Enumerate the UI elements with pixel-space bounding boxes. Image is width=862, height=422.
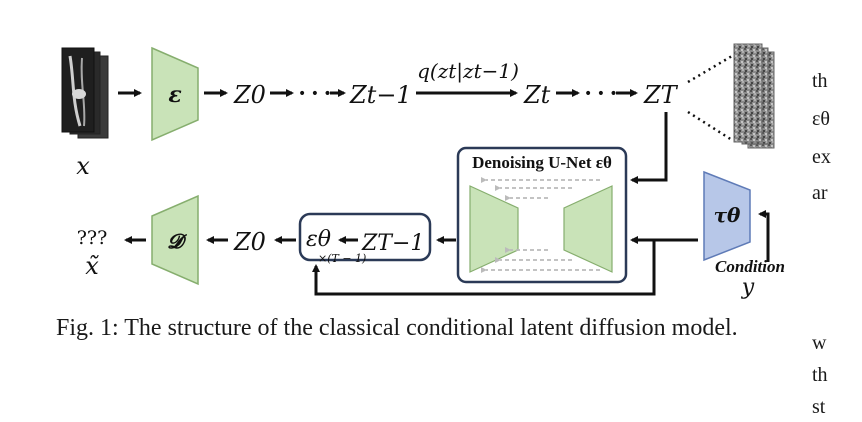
dotted-fan-lower [687, 110, 733, 142]
decoder-symbol: 𝓓 [167, 229, 187, 253]
side-text-4: w [812, 332, 827, 354]
dots-2: • • • [584, 86, 618, 102]
output-label: x̃ [85, 252, 99, 280]
input-label: x [76, 152, 90, 180]
eps-box-label: εθ [306, 227, 331, 252]
unet-title: Denoising U-Net εθ [472, 153, 612, 172]
encoder-block [151, 46, 199, 142]
output-unknown-label: ??? [77, 227, 108, 249]
side-text-6: st [812, 396, 826, 418]
condition-symbol: y [741, 275, 755, 300]
dotted-fan-upper [687, 54, 733, 84]
z-T-minus-1-label: ZT−1 [361, 231, 424, 256]
figure-caption: Fig. 1: The structure of the classical c… [56, 315, 738, 341]
noise-image-stack [733, 43, 775, 149]
z-t-label: Zt [523, 81, 551, 109]
side-text-1: εθ [812, 108, 830, 130]
dots-1: • • • [298, 86, 332, 102]
z-T-label: ZT [643, 81, 679, 109]
z0-bottom-label: Z0 [233, 228, 266, 256]
input-image-stack [61, 47, 109, 139]
arrow-condition-to-tau [758, 210, 770, 262]
tau-symbol: τθ [714, 203, 741, 227]
side-text-3: ar [812, 182, 828, 204]
arrow-zT-to-unet [630, 112, 668, 184]
unet-skip-connections [481, 177, 600, 273]
tau-block [703, 170, 751, 262]
encoder-symbol: ε [168, 82, 181, 108]
side-text-2: ex [812, 146, 831, 168]
feedback-loop-arrow [312, 240, 656, 296]
z0-top-label: Z0 [233, 81, 266, 109]
side-text-0: th [812, 70, 828, 92]
condition-label: Condition [715, 257, 785, 276]
side-text-5: th [812, 364, 828, 386]
decoder-block [151, 194, 199, 286]
z-t-minus-1-label: Zt−1 [349, 81, 412, 109]
q-transition-label: q(zt|zt−1) [417, 59, 519, 84]
loop-label: ×(T − 1) [318, 252, 366, 265]
eps-loop-box [298, 212, 432, 262]
unet-decoder-half [563, 185, 613, 273]
